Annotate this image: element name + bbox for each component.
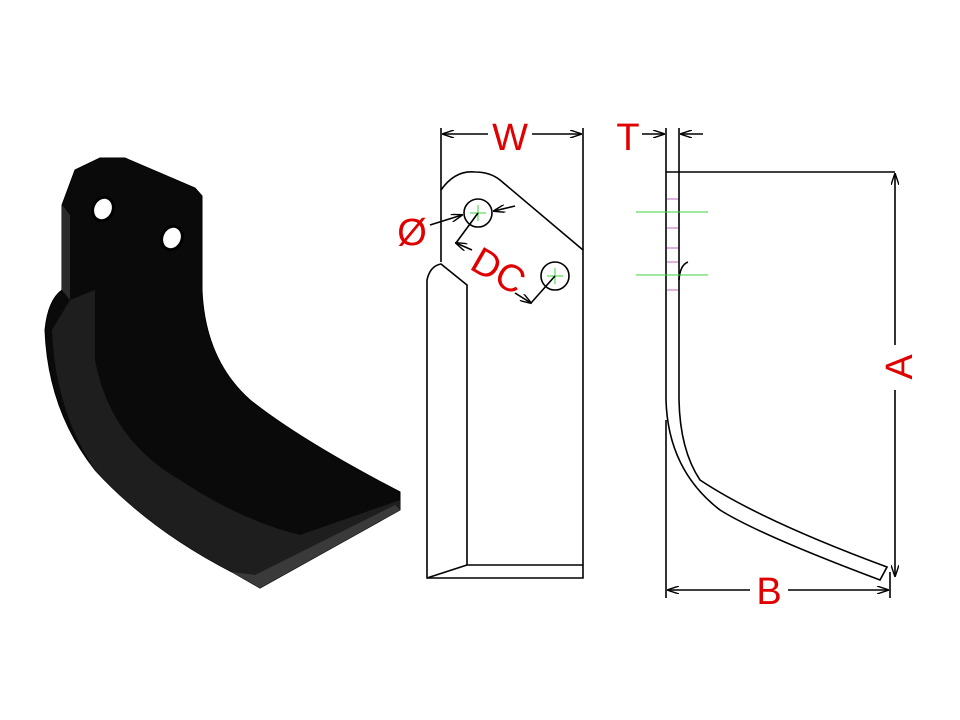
blade-hole-2 — [160, 224, 184, 252]
front-view — [426, 128, 584, 579]
hole-bottom — [540, 261, 570, 291]
label-height: A — [879, 354, 921, 380]
blade-hole-1 — [91, 195, 115, 223]
label-width: W — [492, 117, 528, 159]
label-diameter: Ø — [397, 212, 427, 254]
hole-top — [463, 198, 493, 228]
blade-3d-render — [44, 157, 401, 589]
label-hole-distance: DC — [464, 240, 533, 304]
side-view — [636, 128, 895, 598]
label-depth: B — [756, 571, 781, 613]
label-thickness: T — [616, 117, 639, 159]
